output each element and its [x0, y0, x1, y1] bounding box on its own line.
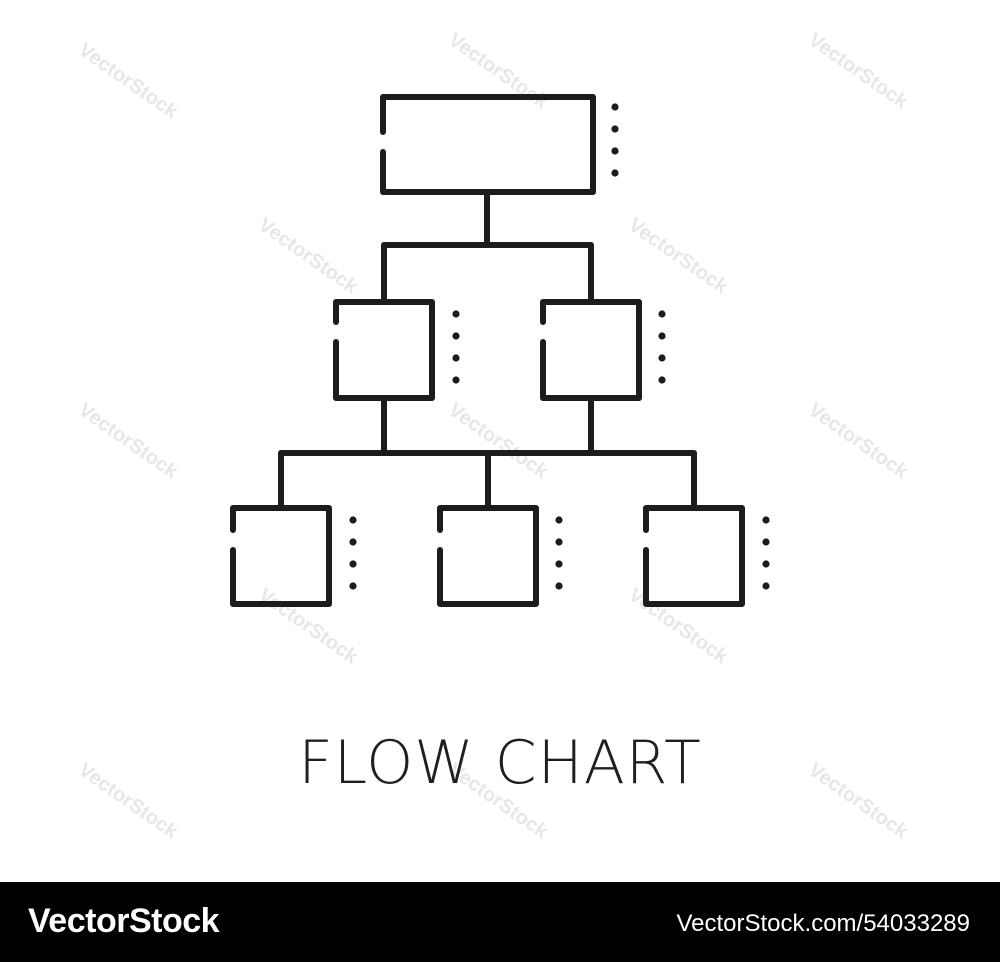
dots-bottom-left	[349, 516, 357, 590]
flowchart-node-bottom-left	[230, 505, 332, 607]
flowchart-diagram	[230, 94, 770, 607]
footer-bar: VectorStock VectorStock.com/54033289	[0, 882, 1000, 962]
flowchart-node-mid-right	[540, 299, 642, 401]
dots-bottom-right	[762, 516, 770, 590]
flowchart-node-bottom-center	[437, 505, 539, 607]
image-id: VectorStock.com/54033289	[676, 910, 970, 937]
brand-logo: VectorStock	[28, 902, 220, 940]
dots-mid-left	[452, 310, 460, 384]
connector-mid-to-bottom	[278, 395, 697, 511]
dots-mid-right	[658, 310, 666, 384]
flowchart-node-bottom-right	[643, 505, 745, 607]
diagram-title: FLOW CHART	[298, 728, 702, 798]
flowchart-node-mid-left	[333, 299, 435, 401]
dots-bottom-center	[555, 516, 563, 590]
dots-top	[611, 103, 619, 177]
flowchart-node-top	[380, 94, 596, 195]
connector-top-to-mid	[381, 189, 594, 303]
